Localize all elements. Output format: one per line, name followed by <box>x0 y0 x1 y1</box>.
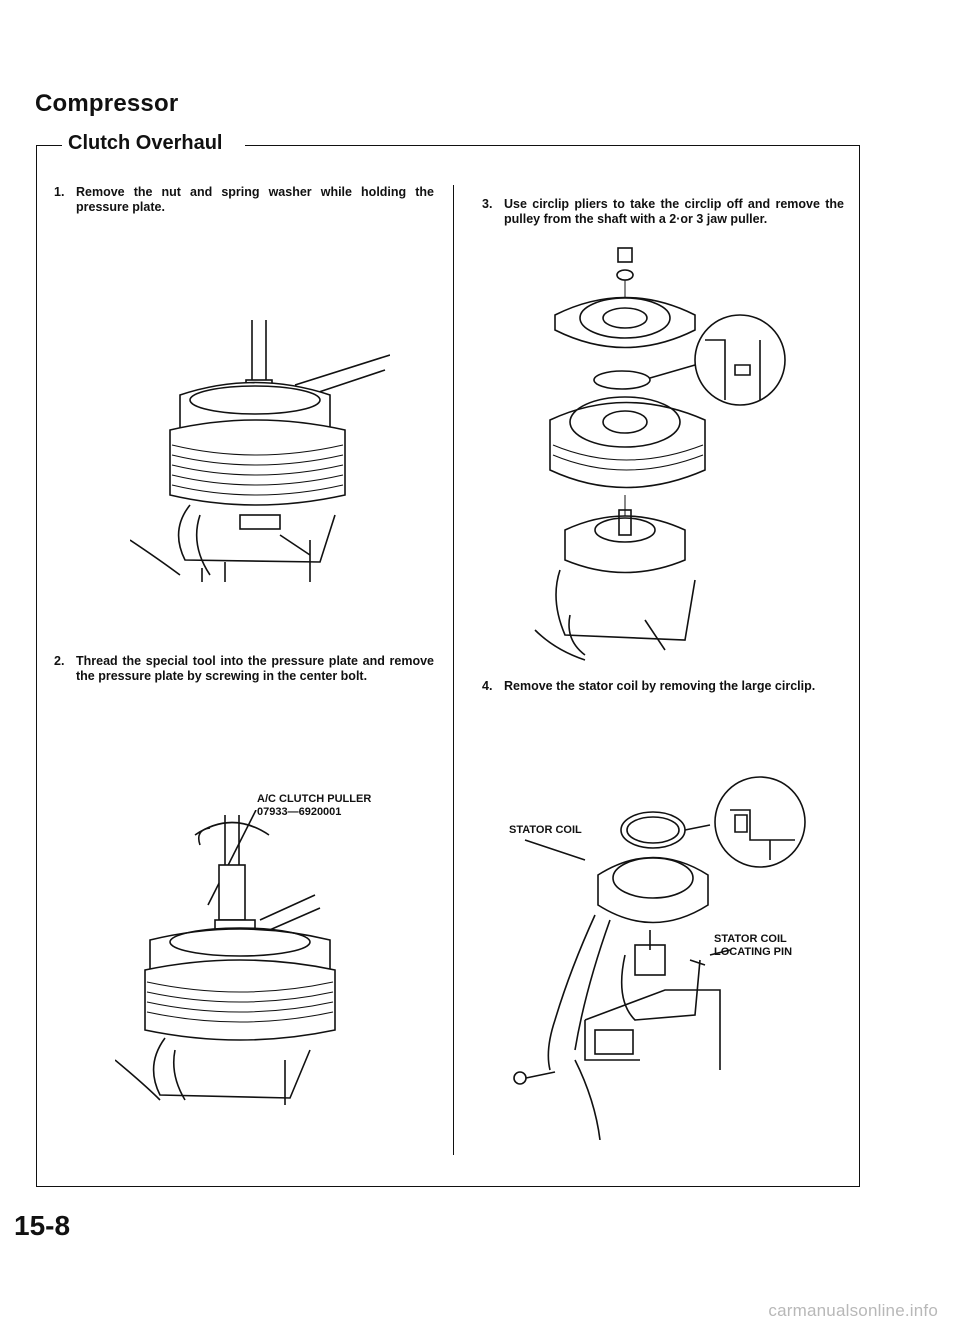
step-number: 2. <box>54 654 65 668</box>
figure-pressure-plate-holding <box>130 320 390 582</box>
locating-pin-label-line2: LOCATING PIN <box>714 946 793 958</box>
step-text: Use circlip pliers to take the circlip o… <box>504 197 844 226</box>
tool-number-label: 07933—6920001 <box>257 806 342 818</box>
step-text: Thread the special tool into the pressur… <box>76 654 434 683</box>
step-number: 1. <box>54 185 65 199</box>
step-text: Remove the stator coil by removing the l… <box>504 679 816 693</box>
figure-stator-coil-removal <box>513 776 806 1140</box>
step-3: 3. Use circlip pliers to take the circli… <box>482 197 844 229</box>
frame-top-line-left <box>36 145 62 146</box>
tool-name-label: A/C CLUTCH PULLER <box>257 793 372 805</box>
step-number: 3. <box>482 197 493 211</box>
frame-top-line-right <box>245 145 860 146</box>
content-frame <box>36 145 860 1187</box>
column-divider <box>453 185 454 1155</box>
section-title: Clutch Overhaul <box>68 132 223 154</box>
page-title: Compressor <box>35 90 179 117</box>
figure-pulley-exploded-view <box>534 247 786 661</box>
step-number: 4. <box>482 679 493 693</box>
figure-clutch-puller-removal <box>115 810 336 1105</box>
locating-pin-label-line1: STATOR COIL <box>714 933 787 945</box>
step-text: Remove the nut and spring washer while h… <box>76 185 434 214</box>
step-2: 2. Thread the special tool into the pres… <box>54 654 434 702</box>
stator-coil-label: STATOR COIL <box>509 824 582 836</box>
page-number: 15-8 <box>14 1210 71 1241</box>
step-4: 4. Remove the stator coil by removing th… <box>482 679 842 711</box>
step-1: 1. Remove the nut and spring washer whil… <box>54 185 434 217</box>
watermark: carmanualsonline.info <box>768 1301 938 1320</box>
